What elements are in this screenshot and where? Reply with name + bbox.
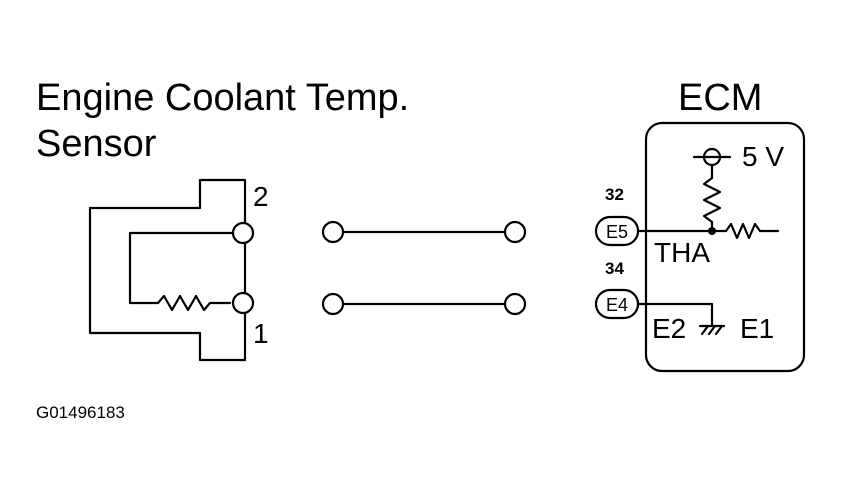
sensor-terminal-2 [231,221,255,245]
ground-icon [698,324,726,336]
signal-resistor [724,222,780,240]
pin-number-32: 32 [605,185,624,204]
sensor-title-line1: Engine Coolant Temp. [36,77,409,119]
ground-label-e1: E1 [740,313,774,344]
supply-5v-icon [692,147,732,180]
sensor-pin-2-label: 2 [253,181,269,212]
terminal-e5-label: E5 [606,222,628,242]
pin-number-34: 34 [605,259,624,278]
ecm-box [644,121,806,373]
junction-dot [708,227,716,235]
signal-label: THA [654,237,710,268]
sensor-body [88,178,247,362]
ground-label-e2: E2 [652,313,686,344]
sensor-resistor [156,294,232,312]
sensor-title-line2: Sensor [36,123,157,165]
sensor-pin-1-label: 1 [253,318,269,349]
sensor-terminal-1 [231,291,255,315]
harness-wire-top [321,220,527,244]
pullup-resistor [702,176,722,232]
ecm-title: ECM [678,77,762,119]
voltage-label: 5 V [742,141,784,172]
figure-id: G01496183 [36,403,125,422]
harness-wire-bottom [321,292,527,316]
terminal-e4-label: E4 [606,295,628,315]
